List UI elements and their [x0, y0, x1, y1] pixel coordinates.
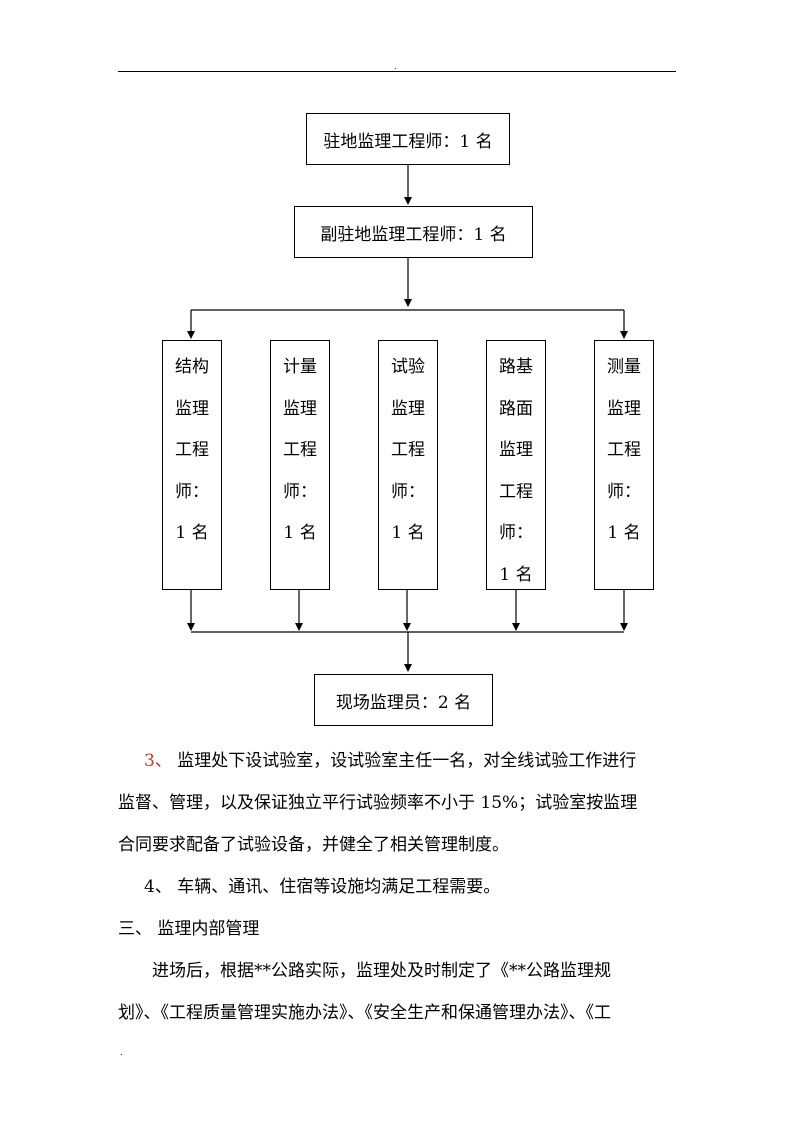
box-line: 1 名 — [499, 564, 533, 585]
paragraph-line-1: 进场后，根据**公路实际，监理处及时制定了《**公路监理规 — [152, 961, 611, 981]
box-line: 师： — [283, 481, 317, 502]
box-line: 工程 — [175, 440, 209, 460]
box-line: 监理 — [391, 398, 425, 419]
box-roadbed-engineer: 路基 路面 监理 工程 师： 1 名 — [486, 340, 546, 590]
box-line: 测量 — [607, 357, 641, 377]
box-line: 监理 — [607, 398, 641, 419]
box-line: 1 名 — [283, 523, 317, 543]
paragraph-line-2: 划》、《工程质量管理实施办法》、《安全生产和保通管理办法》、《工 — [118, 1003, 611, 1023]
box-line: 师： — [499, 523, 533, 543]
item-4: 4、 车辆、通讯、住宿等设施均满足工程需要。 — [144, 877, 501, 897]
item-3-text: 监理处下设试验室，设试验室主任一名，对全线试验工作进行 — [177, 751, 637, 771]
box-deputy-resident-engineer: 副驻地监理工程师：1 名 — [294, 206, 533, 258]
header-rule — [118, 71, 676, 72]
header-mark: . — [394, 62, 397, 71]
box-line: 监理 — [175, 398, 209, 419]
box-line: 试验 — [391, 357, 425, 377]
box-quantity-engineer: 计量 监理 工程 师： 1 名 — [270, 340, 330, 590]
box-line: 路面 — [499, 398, 533, 419]
box-testing-engineer: 试验 监理 工程 师： 1 名 — [378, 340, 438, 590]
item-3-line-3: 合同要求配备了试验设备，并健全了相关管理制度。 — [118, 835, 509, 855]
box-line: 师： — [175, 481, 209, 502]
item-3-line-1: 3、 监理处下设试验室，设试验室主任一名，对全线试验工作进行 — [118, 740, 678, 782]
box-line: 结构 — [175, 357, 209, 377]
box-line: 工程 — [283, 440, 317, 460]
box-field-supervisor: 现场监理员：2 名 — [314, 674, 493, 726]
box-resident-engineer: 驻地监理工程师：1 名 — [306, 113, 510, 165]
box-line: 工程 — [391, 440, 425, 460]
box-line: 1 名 — [175, 523, 209, 543]
box-line: 1 名 — [391, 523, 425, 543]
box-line: 工程 — [607, 440, 641, 460]
box-line: 1 名 — [607, 523, 641, 543]
box-line: 师： — [607, 481, 641, 502]
box-line: 计量 — [283, 357, 317, 377]
box-line: 路基 — [499, 357, 533, 377]
footer-mark: . — [120, 1048, 123, 1057]
box-line: 监理 — [283, 398, 317, 419]
section-3-heading: 三、 监理内部管理 — [118, 919, 260, 939]
item-3-number: 3、 — [144, 751, 172, 771]
box-line: 工程 — [499, 481, 533, 502]
box-survey-engineer: 测量 监理 工程 师： 1 名 — [594, 340, 654, 590]
box-line: 监理 — [499, 440, 533, 460]
box-structure-engineer: 结构 监理 工程 师： 1 名 — [162, 340, 222, 590]
item-3-line-2: 监督、管理，以及保证独立平行试验频率不小于 15%；试验室按监理 — [118, 793, 638, 813]
box-line: 师： — [391, 481, 425, 502]
